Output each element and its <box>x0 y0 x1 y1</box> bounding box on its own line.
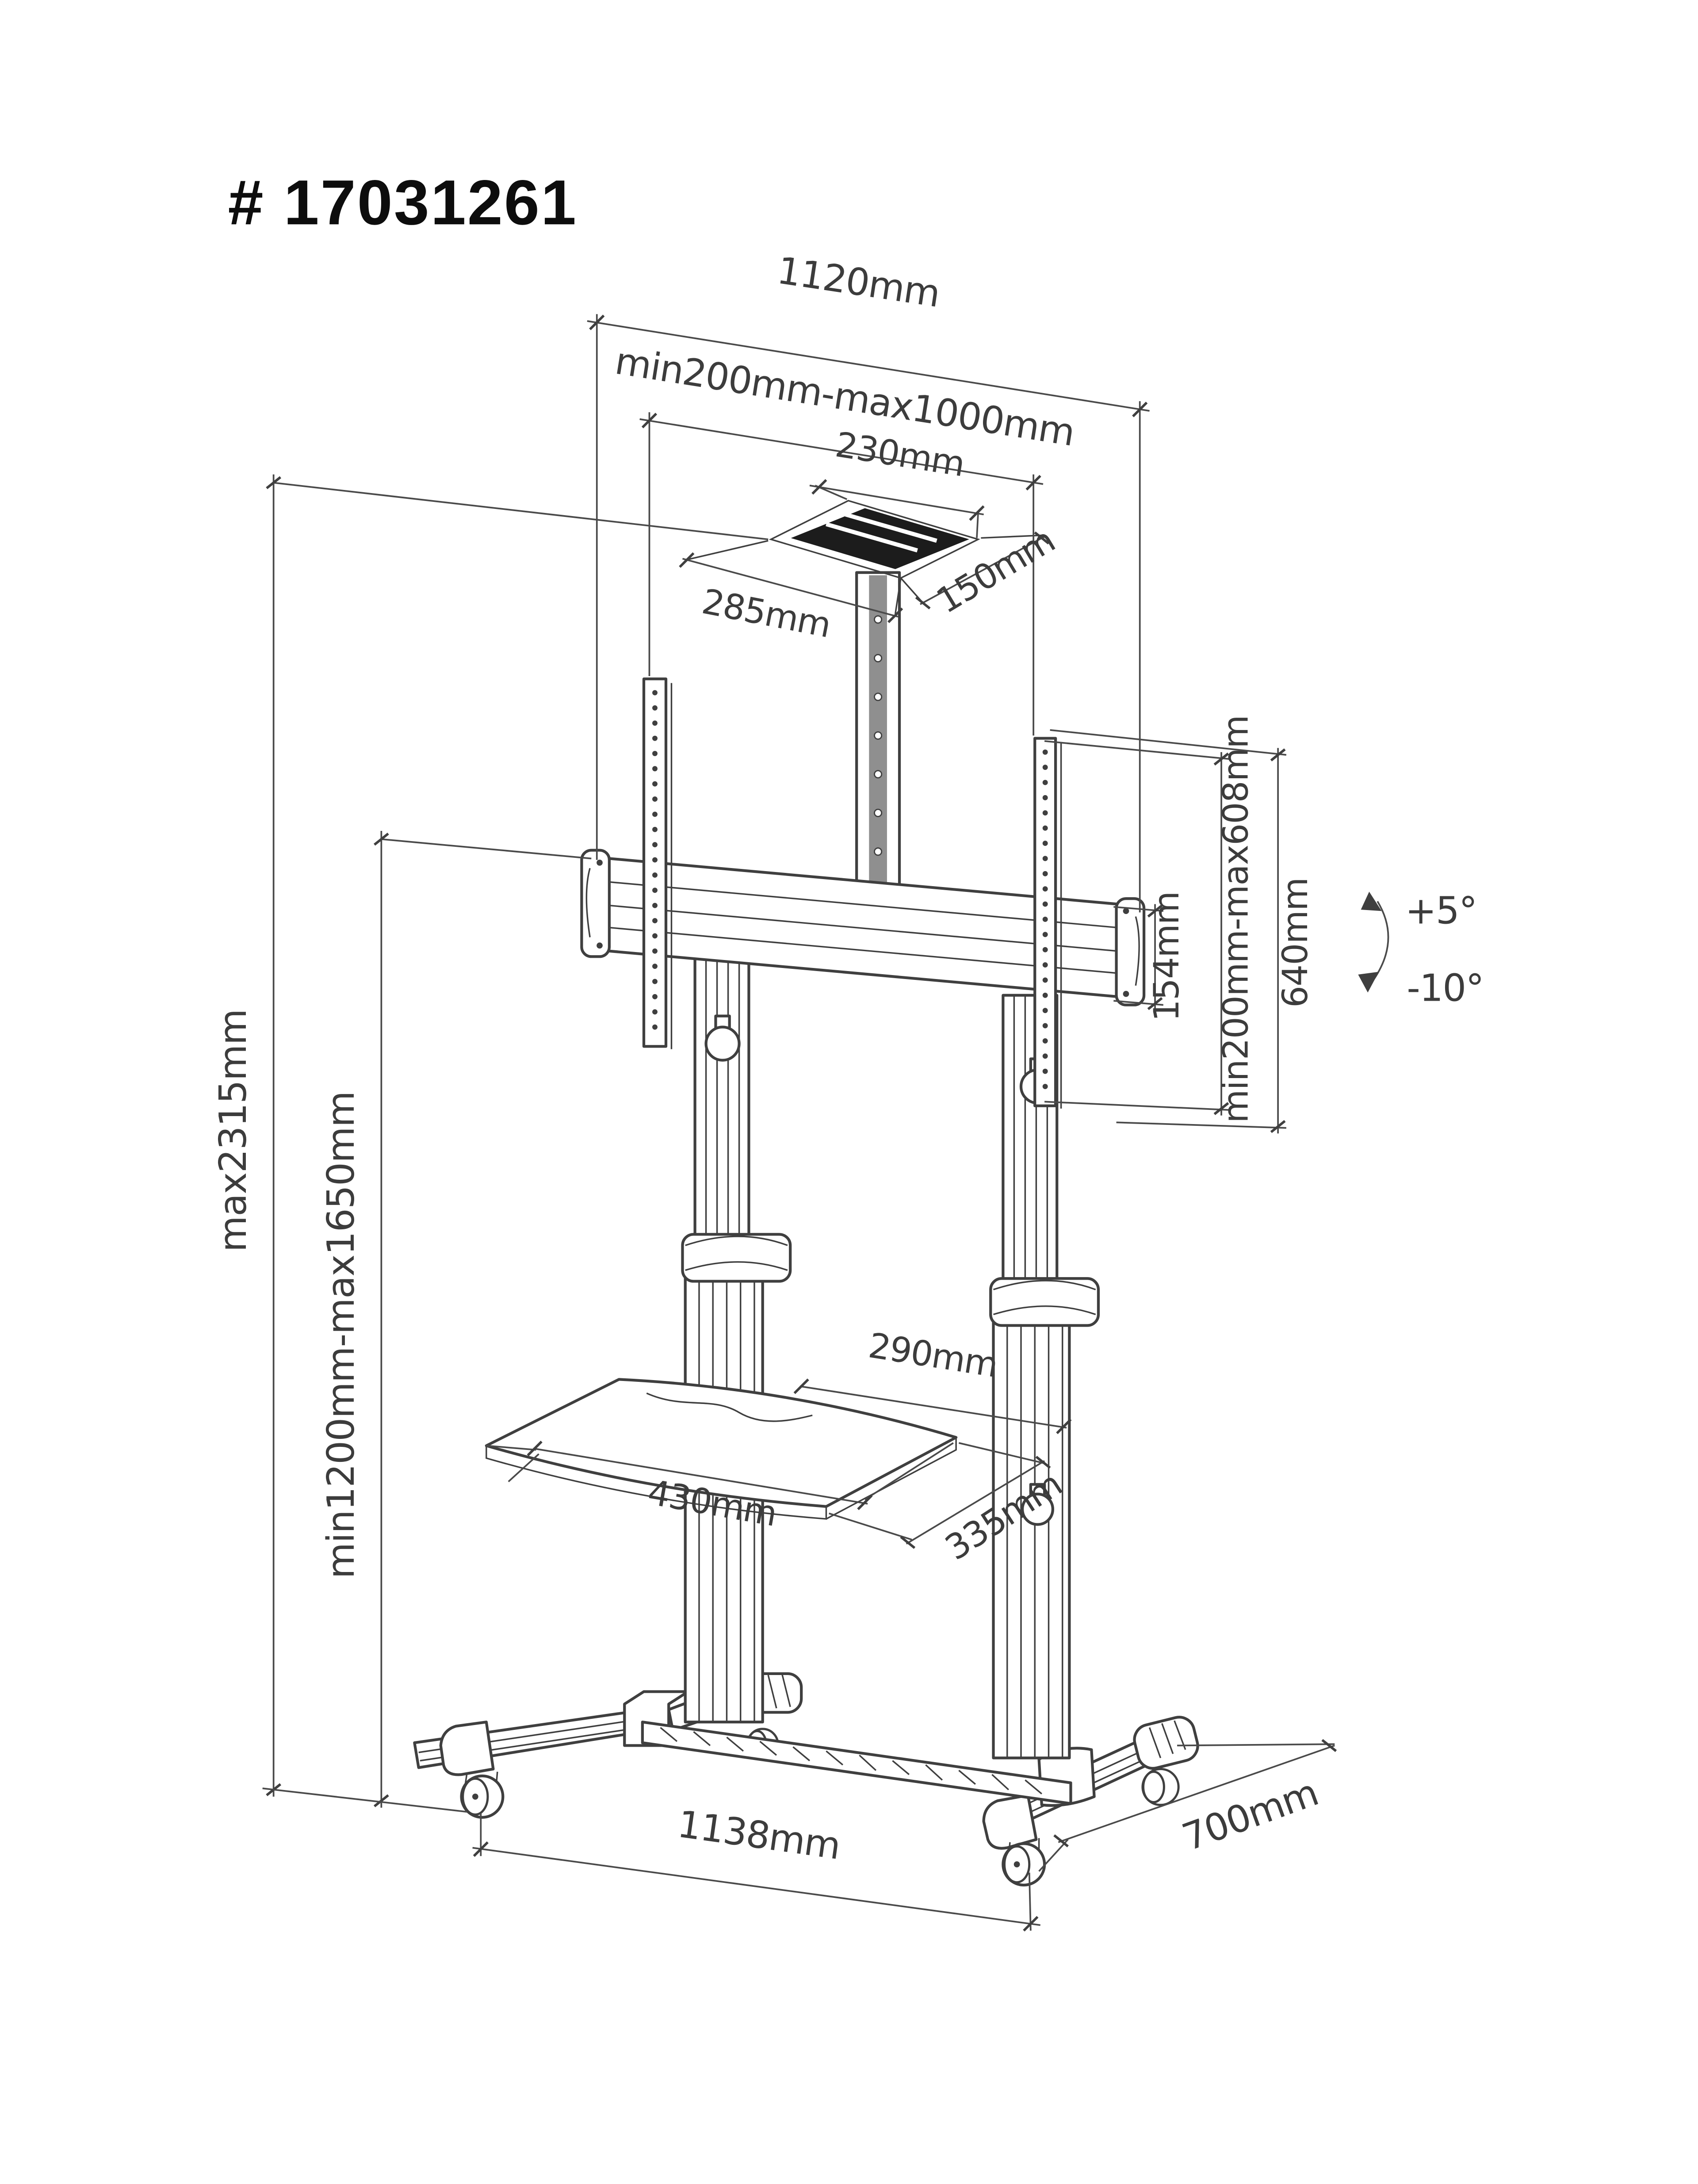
caster-wheel-back-right <box>1141 1768 1180 1806</box>
dim-mount-height-range-label: min1200mm-max1650mm <box>319 1092 363 1579</box>
caster-wheel-front-left <box>460 1771 505 1819</box>
bracket-knob-left <box>704 1014 741 1062</box>
leg-end-cap-front-left <box>439 1721 495 1776</box>
media-shelf <box>485 1378 958 1520</box>
right-column-collar <box>989 1277 1100 1327</box>
product-number-title: # 17031261 <box>228 167 578 238</box>
dim-total-height: max2315mm <box>211 474 769 1797</box>
dim-top-plate-width-label: 285mm <box>699 581 834 646</box>
leg-end-cap-front-right <box>982 1794 1038 1850</box>
tilt-arrow-down-icon <box>1358 972 1379 993</box>
dim-shelf-depth-label: 290mm <box>866 1325 1000 1385</box>
dim-bracket-height: 154mm <box>1113 892 1187 1021</box>
bracket-end-cap-right <box>1115 897 1146 1006</box>
dim-bracket-total-height-label: 640mm <box>1275 878 1316 1007</box>
right-column <box>989 994 1100 1759</box>
vesa-strip-right <box>1033 737 1062 1109</box>
dim-base-width: 1138mm <box>472 1802 1040 1932</box>
bracket-end-cap-left <box>580 849 611 958</box>
tilt-annotation: +5° -10° <box>1358 889 1484 1010</box>
dim-bracket-height-label: 154mm <box>1147 892 1187 1021</box>
shelf-knob-right <box>1021 1483 1054 1526</box>
left-column-collar <box>681 1233 792 1283</box>
dim-top-width-label: 1120mm <box>774 249 942 316</box>
tilt-arrow-up-icon <box>1361 891 1382 911</box>
dim-base-width-label: 1138mm <box>675 1802 843 1868</box>
top-plate <box>685 500 1045 614</box>
floor-extension-line <box>262 1787 467 1813</box>
dim-vesa-height-range: min200mm-max608mm <box>1044 715 1256 1123</box>
dim-total-height-label: max2315mm <box>211 1010 255 1252</box>
shelf-notch <box>646 1392 813 1422</box>
tilt-up-label: +5° <box>1405 889 1477 932</box>
dim-mount-height-range: min1200mm-max1650mm <box>319 830 592 1808</box>
dim-base-depth-label: 700mm <box>1177 1771 1323 1859</box>
dim-vesa-height-range-label: min200mm-max608mm <box>1216 715 1256 1123</box>
vesa-strip-left <box>642 677 673 1049</box>
dim-bracket-total-height: 640mm <box>1050 729 1316 1134</box>
caster-wheel-front-right <box>1002 1838 1046 1887</box>
tv-bracket-bar <box>580 849 1146 1105</box>
left-column <box>681 949 792 1724</box>
base-crossbeam <box>641 1721 1072 1805</box>
tilt-down-label: -10° <box>1407 966 1484 1010</box>
